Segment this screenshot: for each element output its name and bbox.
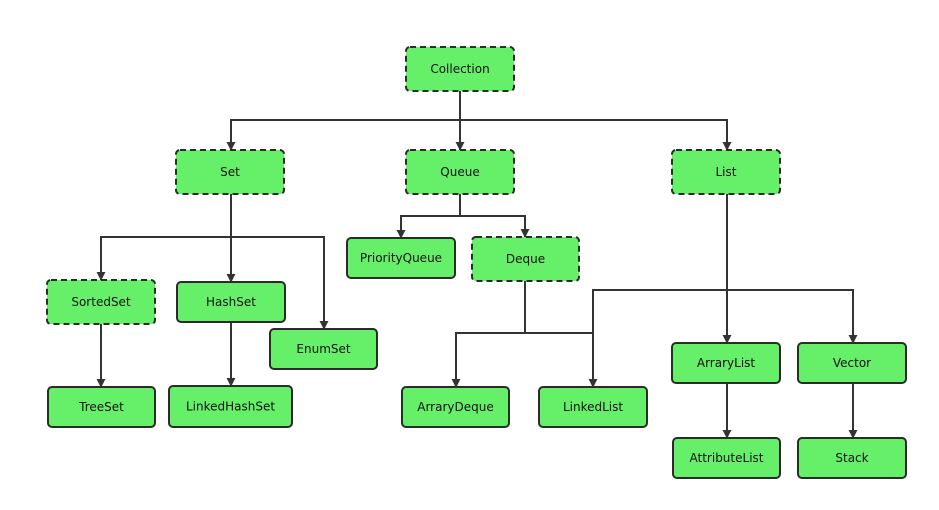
node-attributelist: AttributeList [672,437,781,479]
node-box-sortedset [46,279,156,325]
node-label-vector: Vector [833,356,871,370]
node-box-enumset [269,328,378,370]
edge-queue-to-priorityqueue [396,194,461,239]
node-label-queue: Queue [440,165,479,179]
node-list: List [671,149,781,195]
node-box-linkedhashset [168,385,293,428]
node-box-deque [471,236,580,282]
edges-layer [96,91,858,439]
edge-set-to-enumset [231,236,329,330]
node-label-enumset: EnumSet [296,342,350,356]
node-box-list [671,149,781,195]
node-label-attributelist: AttributeList [690,451,764,465]
edge-collection-to-set [226,91,461,151]
node-label-stack: Stack [835,451,868,465]
node-sortedset: SortedSet [46,279,156,325]
node-vector: Vector [797,342,907,384]
node-box-treeset [47,386,156,428]
node-treeset: TreeSet [47,386,156,428]
node-label-treeset: TreeSet [78,400,124,414]
node-hashset: HashSet [176,281,286,323]
node-label-sortedset: SortedSet [71,295,131,309]
edge-deque-to-arraydeque [451,281,526,388]
node-linkedlist: LinkedList [538,386,648,428]
node-stack: Stack [797,437,907,479]
node-label-priorityqueue: PriorityQueue [360,251,442,265]
node-label-hashset: HashSet [206,295,256,309]
node-box-linkedlist [538,386,648,428]
node-label-set: Set [220,165,240,179]
edge-deque-to-linkedlist [525,332,598,388]
node-box-priorityqueue [346,237,456,279]
edge-list-to-vector [592,289,858,344]
node-collection: Collection [405,46,515,92]
node-set: Set [175,149,285,195]
node-box-stack [797,437,907,479]
node-enumset: EnumSet [269,328,378,370]
node-arraylist: ArraryList [671,342,781,384]
node-box-arraydeque [401,386,510,428]
node-linkedhashset: LinkedHashSet [168,385,293,428]
node-box-hashset [176,281,286,323]
node-deque: Deque [471,236,580,282]
node-arraydeque: ArraryDeque [401,386,510,428]
node-label-collection: Collection [430,62,489,76]
node-box-attributelist [672,437,781,479]
node-label-list: List [716,165,737,179]
edge-set-to-sortedset [96,194,232,281]
edge-queue-to-deque [460,215,530,238]
node-label-arraylist: ArraryList [697,356,756,370]
node-priorityqueue: PriorityQueue [346,237,456,279]
node-queue: Queue [405,149,515,195]
node-label-linkedlist: LinkedList [563,400,623,414]
node-box-vector [797,342,907,384]
node-box-set [175,149,285,195]
node-label-linkedhashset: LinkedHashSet [186,400,275,414]
edge-collection-to-list [460,119,732,151]
node-box-arraylist [671,342,781,384]
node-label-arraydeque: ArraryDeque [417,400,493,414]
node-box-collection [405,46,515,92]
node-box-queue [405,149,515,195]
node-label-deque: Deque [506,252,545,266]
